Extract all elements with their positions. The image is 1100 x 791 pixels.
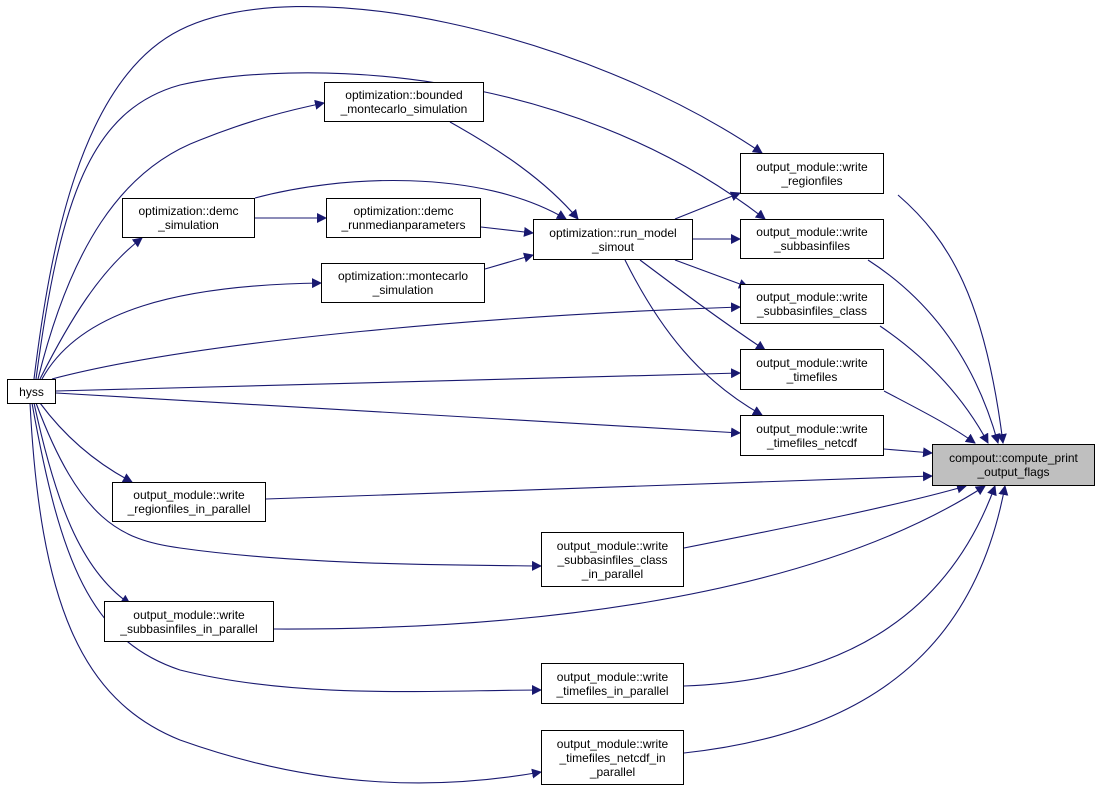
node-write-regionfiles-in-parallel[interactable]: output_module::write _regionfiles_in_par…	[112, 482, 266, 522]
edge-hyss-to-bounded	[37, 99, 325, 380]
edge-w-time-netcdf-par-to-compute	[683, 485, 1009, 754]
node-label: _simout	[591, 239, 635, 254]
node-write-timefiles-netcdf[interactable]: output_module::write _timefiles_netcdf	[740, 415, 884, 456]
node-label: _runmedianparameters	[341, 218, 466, 232]
node-label: _regionfiles_in_parallel	[127, 502, 251, 516]
edge-w-time-netcdf-to-compute	[883, 447, 933, 458]
node-label: optimization::montecarlo	[337, 269, 469, 283]
edge-demc-sim-to-run	[254, 179, 567, 220]
node-write-subbasinfiles-class[interactable]: output_module::write _subbasinfiles_clas…	[740, 284, 884, 324]
node-label: optimization::bounded	[345, 88, 463, 102]
edge-montecarlo-to-run	[484, 252, 534, 270]
node-label: _subbasinfiles	[773, 239, 851, 253]
edge-w-region-par-to-compute	[265, 471, 933, 500]
node-hyss[interactable]: hyss	[7, 379, 56, 404]
node-label: hyss	[19, 384, 44, 399]
edge-w-region-to-compute	[897, 194, 1007, 444]
edge-w-subbasin-to-compute	[867, 259, 1001, 444]
node-write-regionfiles[interactable]: output_module::write _regionfiles	[740, 153, 884, 194]
node-label: optimization::demc	[138, 204, 239, 218]
node-label: _subbasinfiles_class	[557, 552, 668, 567]
node-write-timefiles-netcdf-in-parallel[interactable]: output_module::write _timefiles_netcdf_i…	[541, 730, 684, 785]
node-write-timefiles-in-parallel[interactable]: output_module::write _timefiles_in_paral…	[541, 663, 684, 704]
node-label: _montecarlo_simulation	[340, 102, 468, 116]
node-label: _in_parallel	[581, 566, 644, 581]
node-label: output_module::write	[756, 159, 868, 174]
node-label: _timefiles	[786, 369, 838, 384]
node-label: output_module::write	[133, 607, 245, 622]
node-bounded-montecarlo-simulation[interactable]: optimization::bounded _montecarlo_simula…	[324, 82, 484, 122]
node-write-subbasinfiles[interactable]: output_module::write _subbasinfiles	[740, 219, 884, 259]
edge-hyss-to-w-time-netcdf	[55, 392, 741, 438]
edge-hyss-to-w-time-netcdf-par	[29, 402, 542, 784]
edge-run-to-w-subbasin-class	[674, 259, 749, 289]
node-demc-runmedianparameters[interactable]: optimization::demc _runmedianparameters	[326, 198, 481, 238]
edge-hyss-to-montecarlo	[41, 278, 322, 380]
node-demc-simulation[interactable]: optimization::demc _simulation	[122, 198, 255, 238]
edge-hyss-to-w-region	[33, 5, 763, 380]
edge-hyss-to-w-subbasin-class-par	[35, 402, 542, 571]
edge-w-subbasin-par-to-compute	[273, 485, 986, 630]
node-montecarlo-simulation[interactable]: optimization::montecarlo _simulation	[321, 263, 485, 303]
node-write-subbasinfiles-class-in-parallel[interactable]: output_module::write _subbasinfiles_clas…	[541, 532, 684, 587]
edge-bounded-to-run	[449, 121, 579, 220]
edge-hyss-to-demc-sim	[39, 237, 143, 380]
node-label: output_module::write	[756, 355, 868, 370]
edge-hyss-to-w-region-par	[39, 402, 133, 483]
node-label: optimization::run_model	[549, 225, 677, 240]
node-label: _simulation	[372, 283, 434, 297]
node-compute-print-output-flags[interactable]: compout::compute_print _output_flags	[932, 444, 1095, 486]
edge-w-time-to-compute	[883, 390, 976, 444]
node-label: output_module::write	[556, 736, 669, 751]
edge-run-to-w-region	[674, 191, 741, 220]
node-label: output_module::write	[556, 538, 669, 553]
node-label: optimization::demc	[353, 204, 454, 218]
node-label: _simulation	[158, 218, 219, 232]
node-label: _parallel	[589, 764, 636, 779]
node-label: _timefiles_netcdf	[766, 435, 858, 450]
edge-run-to-w-time	[639, 259, 766, 351]
node-label: _output_flags	[977, 465, 1050, 479]
node-write-timefiles[interactable]: output_module::write _timefiles	[740, 349, 884, 390]
node-run-model-simout[interactable]: optimization::run_model _simout	[533, 219, 693, 260]
node-label: _subbasinfiles_class	[756, 304, 868, 318]
node-write-subbasinfiles-in-parallel[interactable]: output_module::write _subbasinfiles_in_p…	[104, 601, 274, 642]
edge-w-subbasin-class-par-to-compute	[683, 483, 967, 549]
node-label: output_module::write	[556, 669, 669, 684]
node-label: output_module::write	[133, 488, 245, 502]
node-label: output_module::write	[756, 225, 868, 239]
node-label: _timefiles_netcdf_in	[559, 750, 666, 765]
edge-w-subbasin-class-to-compute	[879, 325, 989, 444]
edge-hyss-to-w-time-par	[31, 402, 542, 696]
node-label: output_module::write	[756, 290, 868, 304]
node-label: output_module::write	[756, 421, 868, 436]
edge-hyss-to-w-time	[55, 368, 741, 392]
node-label: _timefiles_in_parallel	[556, 683, 669, 698]
edge-hyss-to-w-subbasin	[35, 72, 766, 380]
node-label: _subbasinfiles_in_parallel	[120, 621, 258, 636]
edge-hyss-to-w-subbasin-class	[51, 302, 741, 380]
edge-demc-run-to-run	[480, 226, 534, 237]
edge-w-time-par-to-compute	[683, 485, 997, 687]
edge-run-to-w-time-netcdf	[624, 259, 763, 416]
edge-hyss-to-w-subbasin-par	[33, 402, 131, 605]
node-label: compout::compute_print	[949, 451, 1078, 465]
node-label: _regionfiles	[781, 173, 843, 188]
